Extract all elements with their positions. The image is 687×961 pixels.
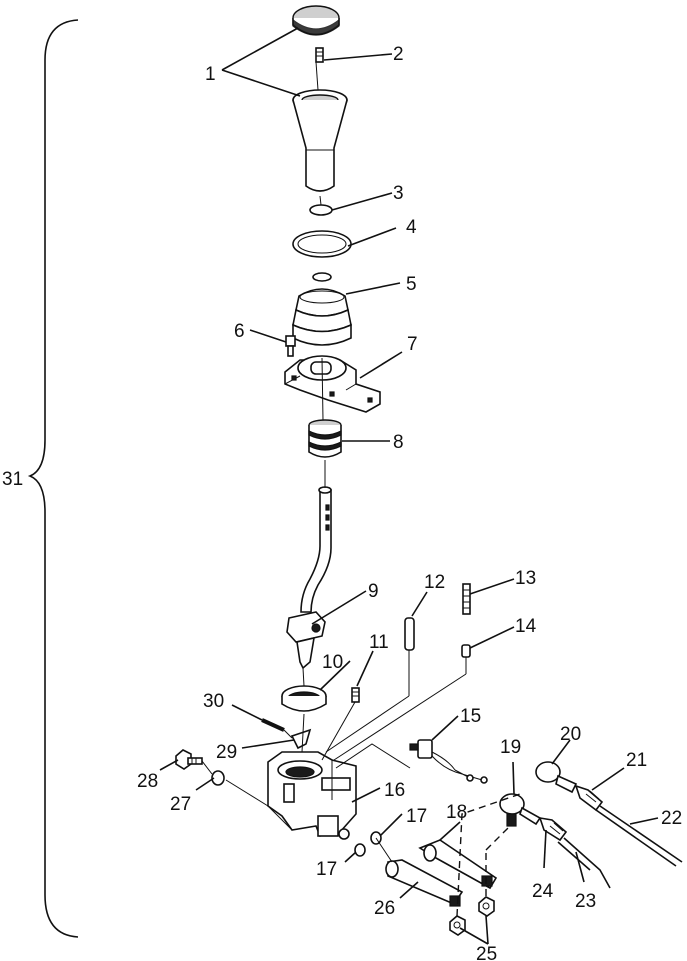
callout-18: 18 <box>446 802 467 823</box>
shift-cable-upper <box>599 805 683 863</box>
lock-nut-a <box>478 896 495 917</box>
cable-adjuster <box>574 784 604 812</box>
boot-retaining-ring <box>292 230 352 258</box>
detent-plate <box>290 728 312 750</box>
flat-washer <box>211 770 225 786</box>
callout-8: 8 <box>393 432 404 453</box>
callout-16: 16 <box>384 780 405 801</box>
callout-12: 12 <box>424 572 445 593</box>
shifter-mounting-plate <box>284 355 381 413</box>
shift-lever <box>286 486 332 670</box>
callout-29: 29 <box>216 742 237 763</box>
shift-cable-lower-edge <box>557 841 591 871</box>
roll-pin <box>261 718 285 732</box>
shift-cable-lower <box>563 837 611 889</box>
callout-numbers: 1 2 3 4 5 6 7 8 9 10 11 12 13 14 15 16 1… <box>2 44 682 961</box>
callout-27: 27 <box>170 794 191 815</box>
rod-end-fitting <box>538 816 568 842</box>
callout-19: 19 <box>500 737 521 758</box>
assembly-brace <box>27 19 79 938</box>
ball-joint-upper <box>535 761 578 794</box>
callout-7: 7 <box>407 334 418 355</box>
callout-9: 9 <box>368 581 379 602</box>
mounting-bolt <box>285 335 296 357</box>
callout-6: 6 <box>234 321 245 342</box>
set-screw <box>315 47 324 63</box>
lever-collar <box>281 685 327 712</box>
callout-23: 23 <box>575 891 596 912</box>
washer-lower <box>354 843 366 857</box>
callout-25: 25 <box>476 944 497 961</box>
knob-cap <box>292 5 340 36</box>
neutral-switch <box>409 739 488 784</box>
callout-28: 28 <box>137 771 158 792</box>
callout-17a: 17 <box>406 806 427 827</box>
callout-2: 2 <box>393 44 404 65</box>
shifter-base-housing <box>267 751 357 840</box>
lock-nut-b <box>449 915 466 936</box>
callout-22: 22 <box>661 808 682 829</box>
callout-30: 30 <box>203 691 224 712</box>
spring-pin <box>351 687 360 703</box>
hex-bolt <box>175 749 203 770</box>
pivot-shaft <box>418 839 498 890</box>
alignment-lines <box>201 61 521 917</box>
shifter-boot <box>292 272 352 346</box>
shift-cable-upper-edge <box>595 809 677 867</box>
callout-21: 21 <box>626 750 647 771</box>
threaded-stud <box>462 583 471 615</box>
small-o-ring <box>309 204 333 216</box>
callout-14: 14 <box>515 616 537 637</box>
callout-1: 1 <box>205 64 216 85</box>
callout-31: 31 <box>2 469 23 490</box>
callout-13: 13 <box>515 568 536 589</box>
detent-pin <box>404 617 415 651</box>
callout-3: 3 <box>393 183 404 204</box>
callout-5: 5 <box>406 274 417 295</box>
callout-11: 11 <box>369 632 389 653</box>
callout-15: 15 <box>460 706 481 727</box>
callout-24: 24 <box>532 881 554 902</box>
callout-10: 10 <box>322 652 343 673</box>
callout-20: 20 <box>560 724 581 745</box>
shifter-bushing <box>308 419 342 458</box>
spacer <box>461 644 471 658</box>
callout-26: 26 <box>374 898 395 919</box>
shift-knob-handle <box>292 89 348 192</box>
callout-17b: 17 <box>316 859 337 880</box>
callout-4: 4 <box>406 217 417 238</box>
leader-lines <box>159 27 659 945</box>
